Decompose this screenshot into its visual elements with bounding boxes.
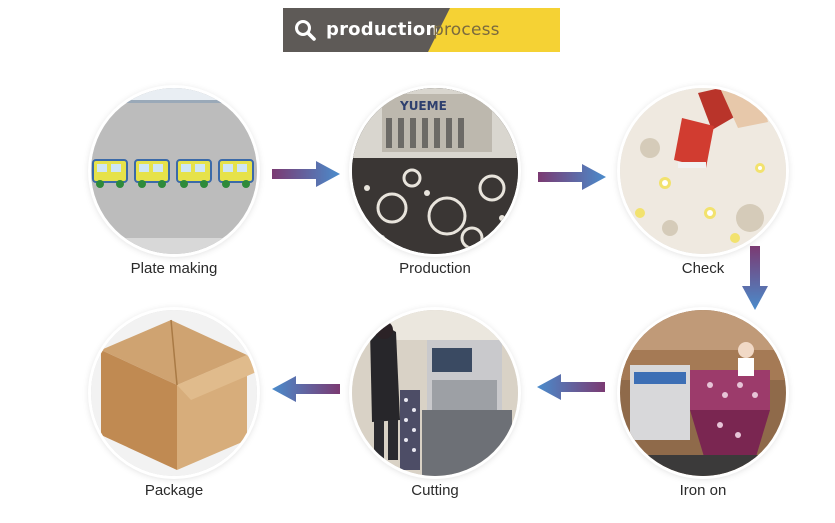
header-title-primary: production — [326, 19, 439, 40]
step-label: Package — [144, 482, 204, 499]
arrow-right-icon — [538, 164, 606, 190]
svg-text:YUEME: YUEME — [399, 99, 447, 113]
step-cutting: Cutting — [352, 310, 518, 499]
inspection-photo — [620, 88, 786, 254]
ironing-machine-photo — [620, 310, 786, 476]
section-header: production process — [283, 8, 560, 52]
step-check: Check — [620, 88, 786, 277]
arrow-down-icon — [742, 246, 768, 310]
step-label: Check — [681, 260, 725, 277]
arrow-right-icon — [272, 161, 340, 187]
arrow-left-icon — [272, 376, 340, 402]
arrow-left-icon — [537, 374, 605, 400]
step-label: Cutting — [411, 482, 459, 499]
cutting-machine-photo — [352, 310, 518, 476]
cardboard-box-photo — [91, 310, 257, 476]
step-iron-on: Iron on — [620, 310, 786, 499]
step-plate-making: Plate making — [91, 88, 257, 277]
step-production: YUEME Production — [352, 88, 518, 277]
embroidery-pattern-photo — [91, 88, 257, 254]
step-label: Production — [399, 260, 471, 277]
step-package: Package — [91, 310, 257, 499]
embroidery-machine-photo: YUEME — [352, 88, 518, 254]
step-label: Iron on — [679, 482, 727, 499]
header-title-secondary: process — [433, 20, 500, 40]
header-accent-band — [428, 8, 560, 52]
step-label: Plate making — [130, 260, 218, 277]
search-icon — [295, 20, 316, 41]
